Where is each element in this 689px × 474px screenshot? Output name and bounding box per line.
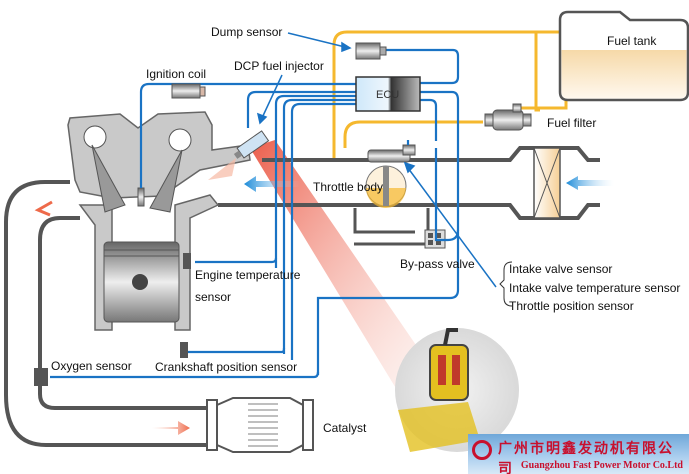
label-oxygen-sensor: Oxygen sensor — [51, 359, 132, 373]
company-banner: 广州市明鑫发动机有限公司 Guangzhou Fast Power Motor … — [468, 434, 689, 474]
label-throttle-position-sensor: Throttle position sensor — [509, 299, 634, 313]
label-dcp-fuel-injector: DCP fuel injector — [234, 59, 324, 73]
label-ignition-coil: Ignition coil — [146, 67, 207, 81]
exhaust-out-arrow — [152, 421, 190, 435]
exhaust-flow-arrow — [34, 200, 53, 217]
catalytic-converter — [206, 397, 314, 453]
label-engine-temperature-sensor: Engine temperature — [195, 268, 301, 282]
oxygen-sensor — [34, 368, 48, 386]
label-intake-valve-sensor: Intake valve sensor — [509, 262, 613, 276]
label-fuel-tank: Fuel tank — [607, 34, 657, 48]
company-name-cn: 广州市明鑫发动机有限公司 — [498, 441, 674, 474]
label-fuel-filter: Fuel filter — [547, 116, 597, 130]
engine-temperature-sensor — [183, 253, 191, 269]
exhaust-pipe — [4, 180, 210, 447]
signal-wires — [50, 48, 460, 379]
ignition-coil — [171, 83, 206, 99]
intake-flow-arrow — [244, 176, 300, 192]
intake-air-arrow — [566, 176, 614, 190]
dcp-fuel-injector — [233, 130, 270, 159]
label-intake-valve-temperature-sensor: Intake valve temperature sensor — [509, 281, 681, 295]
piston — [103, 241, 180, 323]
label-dump-sensor: Dump sensor — [211, 25, 283, 39]
pointer-arrows — [256, 32, 497, 288]
label-crankshaft-position-sensor: Crankshaft position sensor — [155, 360, 298, 374]
label-engine-temperature-sensor-line2: sensor — [195, 290, 232, 304]
bypass-passage — [353, 208, 430, 246]
company-name-en: Guangzhou Fast Power Motor Co.Ltd — [520, 460, 683, 471]
spark-plug — [137, 187, 145, 207]
fuel-filter — [484, 103, 532, 131]
ecu-unit — [355, 76, 421, 112]
valves — [83, 125, 192, 213]
dump-sensor — [355, 42, 387, 60]
sensor-group-brace — [499, 261, 513, 307]
label-catalyst: Catalyst — [323, 421, 367, 435]
fuel-spray — [208, 158, 236, 180]
label-ecu: ECU — [376, 89, 400, 101]
company-logo-icon — [472, 440, 492, 460]
label-by-pass-valve: By-pass valve — [400, 257, 475, 271]
crankshaft-position-sensor — [180, 342, 188, 358]
fuel-tank — [558, 10, 689, 102]
label-throttle-body: Throttle body — [313, 180, 384, 194]
throttle-body — [365, 144, 416, 208]
air-filter — [533, 147, 561, 219]
injector-photo — [395, 328, 519, 452]
